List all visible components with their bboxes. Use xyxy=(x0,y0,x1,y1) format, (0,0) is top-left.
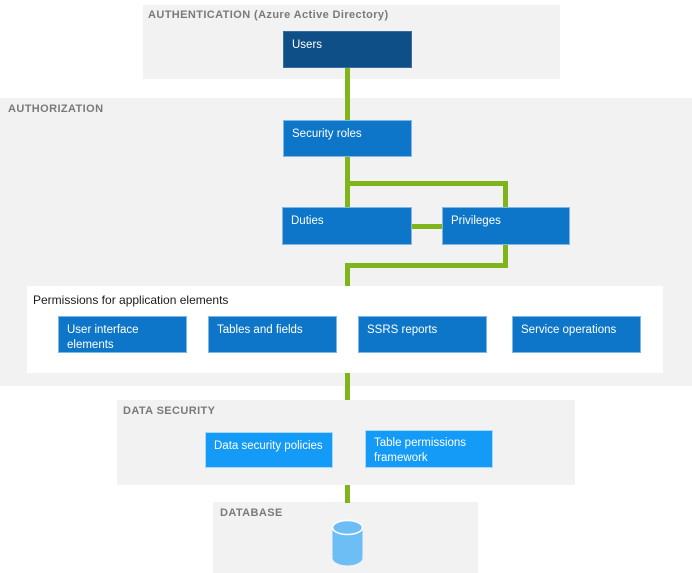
data-security-section-panel xyxy=(117,400,575,485)
ssrs-reports-node: SSRS reports xyxy=(358,316,487,353)
service-operations-node: Service operations xyxy=(512,316,641,353)
users-node: Users xyxy=(283,31,412,68)
connector-elbow-horizontal xyxy=(345,263,508,268)
table-permissions-framework-node: Table permissions framework xyxy=(365,430,493,468)
tables-and-fields-node: Tables and fields xyxy=(208,316,337,353)
data-security-section-label: DATA SECURITY xyxy=(123,405,216,417)
duties-node: Duties xyxy=(282,207,412,245)
connector-down-to-permissions xyxy=(345,263,350,286)
privileges-node: Privileges xyxy=(442,207,570,245)
connector-permissions-to-data-security xyxy=(345,373,350,400)
connector-branch-to-privileges xyxy=(345,181,508,186)
authorization-section-label: AUTHORIZATION xyxy=(8,103,104,115)
permissions-title: Permissions for application elements xyxy=(33,293,229,307)
security-roles-node: Security roles xyxy=(283,120,412,157)
connector-users-to-security-roles xyxy=(345,68,350,120)
database-cylinder-icon xyxy=(329,518,366,573)
data-security-policies-node: Data security policies xyxy=(205,432,333,468)
database-section-label: DATABASE xyxy=(220,507,283,519)
user-interface-elements-node: User interface elements xyxy=(58,316,187,353)
authentication-section-label: AUTHENTICATION (Azure Active Directory) xyxy=(148,9,389,21)
connector-privileges-down xyxy=(503,245,508,268)
connector-drop-into-privileges xyxy=(503,181,508,207)
connector-data-security-to-database xyxy=(345,485,350,503)
connector-duties-privileges xyxy=(412,224,442,229)
